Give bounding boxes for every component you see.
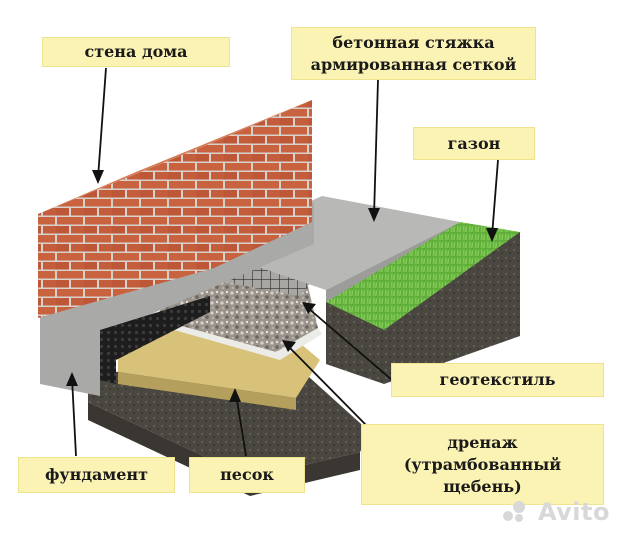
lawn-soil bbox=[326, 232, 520, 384]
leader-drainage bbox=[287, 345, 367, 426]
label-foundation: фундамент bbox=[18, 457, 175, 493]
leader-wall bbox=[97, 67, 107, 179]
leader-foundation bbox=[71, 377, 77, 457]
brick-wall-front bbox=[38, 142, 214, 318]
leader-sand bbox=[235, 393, 247, 457]
geotextile-layer bbox=[160, 320, 322, 360]
brick-wall-top bbox=[38, 100, 312, 214]
label-lawn: газон bbox=[413, 127, 535, 160]
watermark-text: Avito bbox=[537, 498, 610, 526]
label-sand: песок bbox=[189, 457, 305, 493]
label-wall: стена дома bbox=[42, 37, 230, 67]
label-drainage: дренаж (утрамбованный щебень) bbox=[361, 424, 604, 505]
leader-arrowheads bbox=[66, 170, 498, 402]
label-wall-text: стена дома bbox=[84, 42, 188, 61]
label-foundation-text: фундамент bbox=[44, 465, 149, 484]
label-sand-text: песок bbox=[220, 465, 274, 484]
brick-wall-side bbox=[214, 100, 312, 268]
label-drainage-line1: дренаж bbox=[447, 432, 518, 452]
lawn-grass bbox=[326, 222, 520, 330]
avito-watermark: Avito bbox=[503, 497, 610, 526]
label-screed: бетонная стяжка армированная сеткой bbox=[291, 27, 536, 80]
label-lawn-text: газон bbox=[447, 133, 501, 153]
label-screed-line1: бетонная стяжка bbox=[332, 32, 495, 52]
watermark-logo-icon bbox=[503, 501, 526, 523]
label-geotextile: геотекстиль bbox=[391, 363, 604, 397]
label-drainage-line2: (утрамбованный bbox=[403, 454, 562, 474]
leader-lines bbox=[71, 67, 499, 457]
label-geotextile-text: геотекстиль bbox=[439, 370, 556, 389]
leader-screed bbox=[373, 79, 379, 217]
leader-geotextile bbox=[307, 307, 393, 381]
drainage-membrane bbox=[100, 296, 210, 384]
leader-lawn bbox=[491, 159, 499, 237]
label-drainage-line3: щебень) bbox=[443, 476, 522, 496]
label-screed-line2: армированная сеткой bbox=[310, 54, 517, 74]
